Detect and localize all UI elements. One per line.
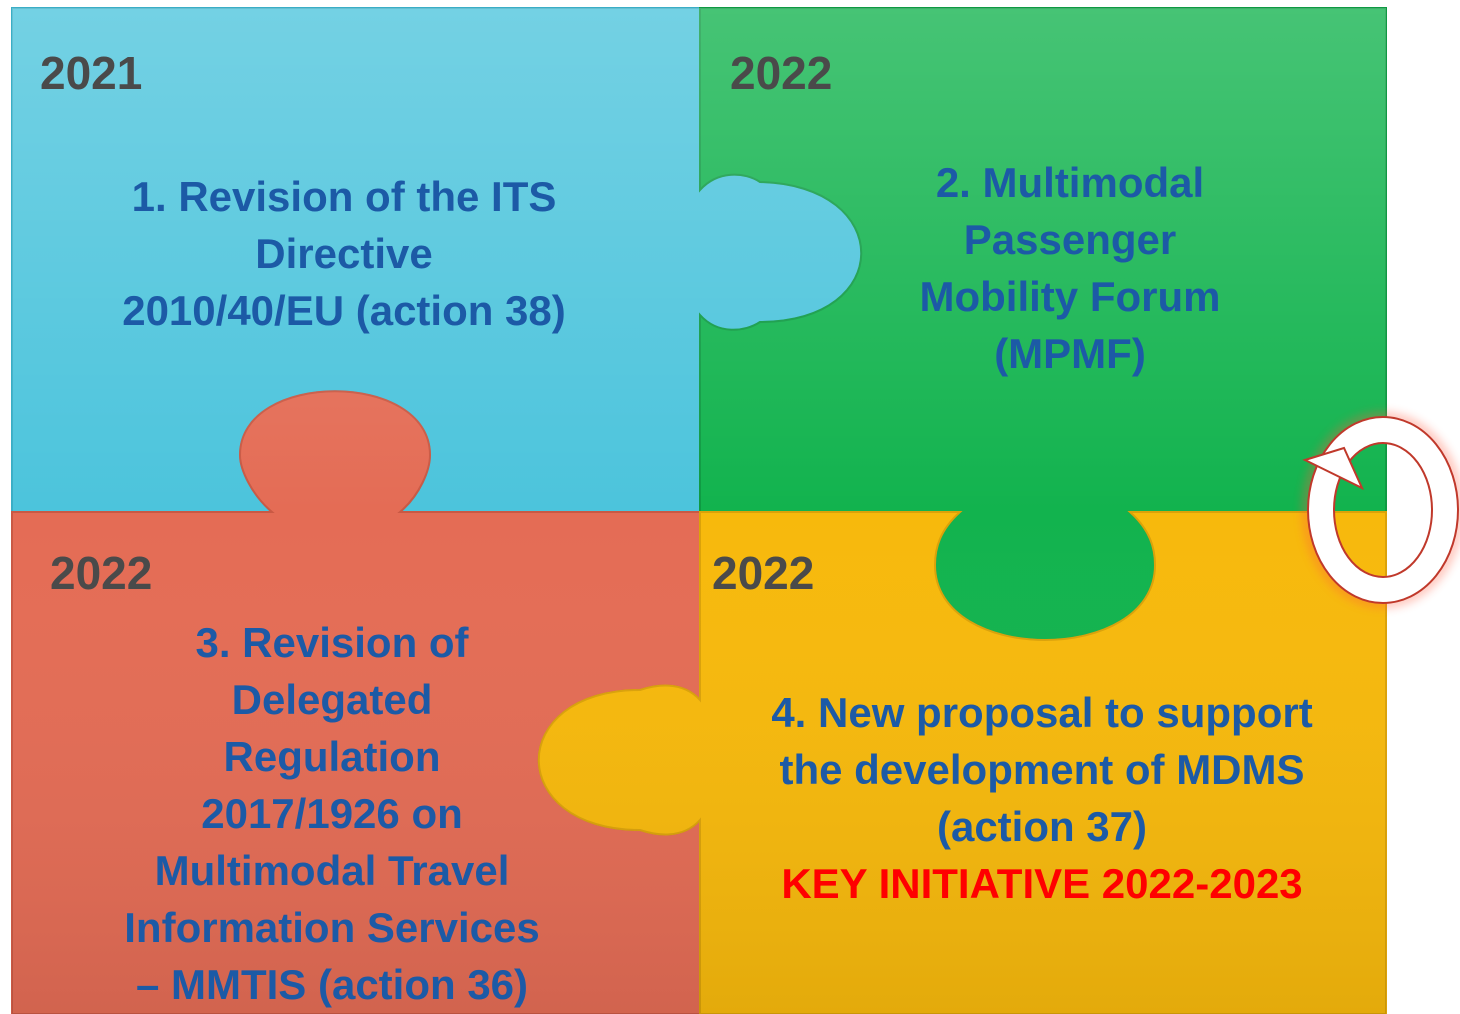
piece-3-text: 3. Revision of Delegated Regulation 2017… (72, 614, 592, 1013)
piece-3-line: – MMTIS (action 36) (135, 961, 529, 1008)
piece-3-line: Delegated (231, 676, 433, 723)
piece-4-text: 4. New proposal to support the developme… (712, 684, 1372, 912)
piece-2-line: (MPMF) (994, 330, 1146, 377)
piece-4-line: (action 37) (936, 803, 1148, 850)
year-label-3: 2022 (50, 547, 153, 599)
piece-2-text: 2. Multimodal Passenger Mobility Forum (… (870, 154, 1270, 382)
gloss-overlay (12, 8, 1386, 1014)
piece-2-line: Mobility Forum (919, 273, 1221, 320)
piece-3-line: 3. Revision of (195, 619, 469, 666)
piece-3-line: Information Services (124, 904, 540, 951)
piece-1-line: Directive (255, 230, 433, 277)
piece-4-line: the development of MDMS (779, 746, 1305, 793)
piece-3-line: Multimodal Travel (154, 847, 510, 894)
piece-1-line: 2010/40/EU (action 38) (122, 287, 566, 334)
piece-1-text: 1. Revision of the ITS Directive 2010/40… (40, 168, 648, 339)
year-label-2: 2022 (730, 47, 833, 99)
piece-3-line: 2017/1926 on (201, 790, 463, 837)
year-label-4: 2022 (712, 547, 815, 599)
circular-arrow-icon (1302, 413, 1460, 607)
piece-3-line: Regulation (223, 733, 441, 780)
key-initiative-label: KEY INITIATIVE 2022-2023 (781, 860, 1303, 907)
piece-2-line: 2. Multimodal (935, 159, 1205, 206)
piece-2-line: Passenger (963, 216, 1177, 263)
piece-1-line: 1. Revision of the ITS (131, 173, 557, 220)
piece-4-line: 4. New proposal to support (771, 689, 1313, 736)
year-label-1: 2021 (40, 47, 143, 99)
